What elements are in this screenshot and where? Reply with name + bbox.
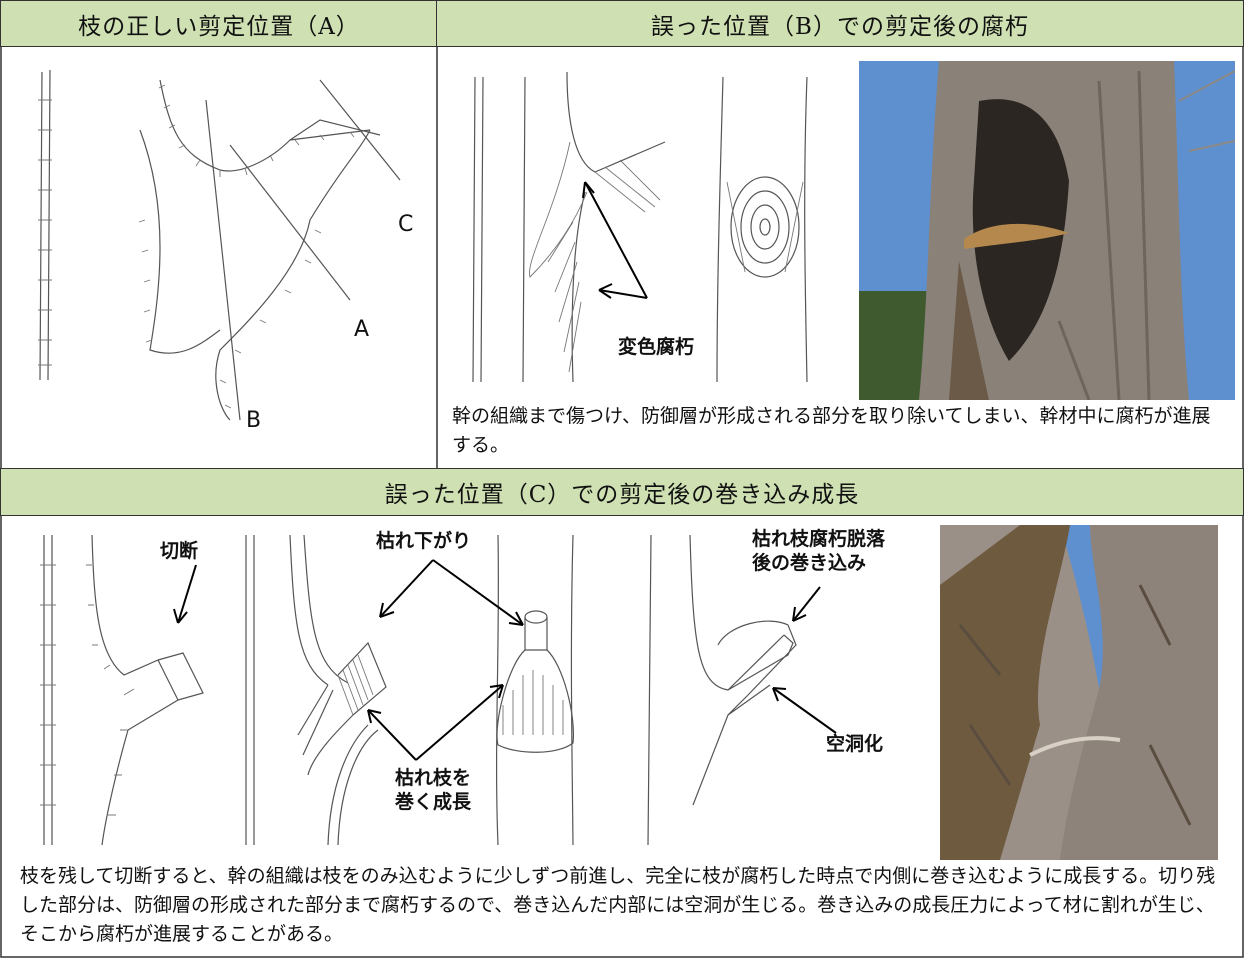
label-position-c: C <box>398 212 414 237</box>
label-position-a: A <box>354 317 370 342</box>
caption-b: 幹の組織まで傷つけ、防御層が形成される部分を取り除いてしまい、幹材中に腐朽が進展… <box>452 405 1211 456</box>
caption-c: 枝を残して切断すると、幹の組織は枝をのみ込むように少しずつ前進し、完全に枝が腐朽… <box>20 865 1216 945</box>
photo-branch-callus <box>940 525 1218 860</box>
label-fall-line2: 後の巻き込み <box>752 551 867 574</box>
decay-sketch <box>472 71 808 383</box>
label-fall-callus: 枯れ枝腐朽脱落 後の巻き込み <box>752 528 885 576</box>
label-grow-line2: 巻く成長 <box>395 790 472 813</box>
callus-growth-sketch <box>40 534 837 846</box>
photo-trunk-decay <box>859 61 1235 400</box>
header-wrong-position-c: 誤った位置（C）での剪定後の巻き込み成長 <box>0 468 1244 516</box>
label-position-b: B <box>246 408 262 433</box>
header-correct-position: 枝の正しい剪定位置（A） <box>0 0 438 47</box>
label-dieback: 枯れ下がり <box>376 530 472 552</box>
label-grow-line1: 枯れ枝を <box>395 767 472 789</box>
correct-pruning-sketch <box>38 69 401 421</box>
label-cut: 切断 <box>160 540 199 562</box>
header-wrong-position-b: 誤った位置（B）での剪定後の腐朽 <box>436 0 1244 47</box>
label-hollow: 空洞化 <box>826 733 884 755</box>
label-discolored-decay: 変色腐朽 <box>618 336 695 358</box>
label-grow-around: 枯れ枝を 巻く成長 <box>395 767 471 815</box>
label-fall-line1: 枯れ枝腐朽脱落 <box>752 528 886 550</box>
